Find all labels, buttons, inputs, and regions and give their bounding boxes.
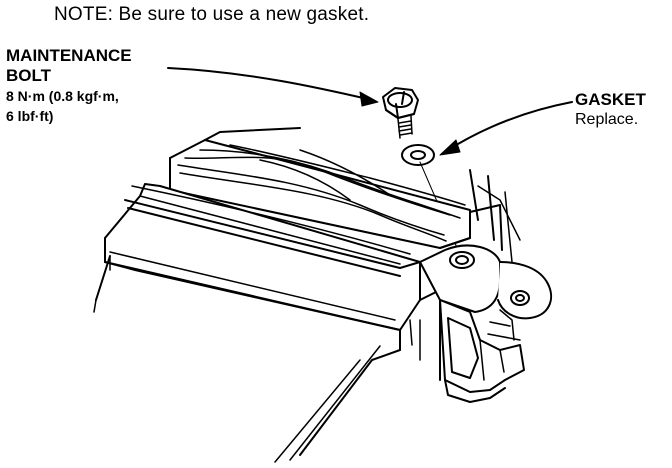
bolt-torque-line2: 6 lbf·ft): [6, 108, 54, 124]
gasket-callout: GASKET Replace.: [575, 90, 646, 130]
gasket-leader-arrow: [439, 101, 573, 156]
gasket-washer: [401, 144, 435, 166]
front-face: [93, 289, 441, 463]
bolt-leader-arrow: [167, 67, 379, 107]
maintenance-bolt: [382, 87, 419, 139]
note-text: NOTE: Be sure to use a new gasket.: [54, 4, 370, 25]
gasket-label: GASKET: [575, 90, 646, 109]
mounting-bracket: [419, 244, 553, 403]
background-edge: [477, 185, 521, 241]
bolt-label-line2: BOLT: [6, 66, 52, 85]
bolt-label-line1: MAINTENANCE: [6, 46, 132, 65]
upper-housing-block: [169, 127, 503, 251]
background-edge-2: [504, 191, 513, 263]
gasket-action: Replace.: [575, 111, 639, 128]
bolt-torque-line1: 8 N·m (0.8 kgf·m,: [6, 88, 119, 104]
bolt-callout: MAINTENANCE BOLT 8 N·m (0.8 kgf·m, 6 lbf…: [6, 46, 132, 126]
